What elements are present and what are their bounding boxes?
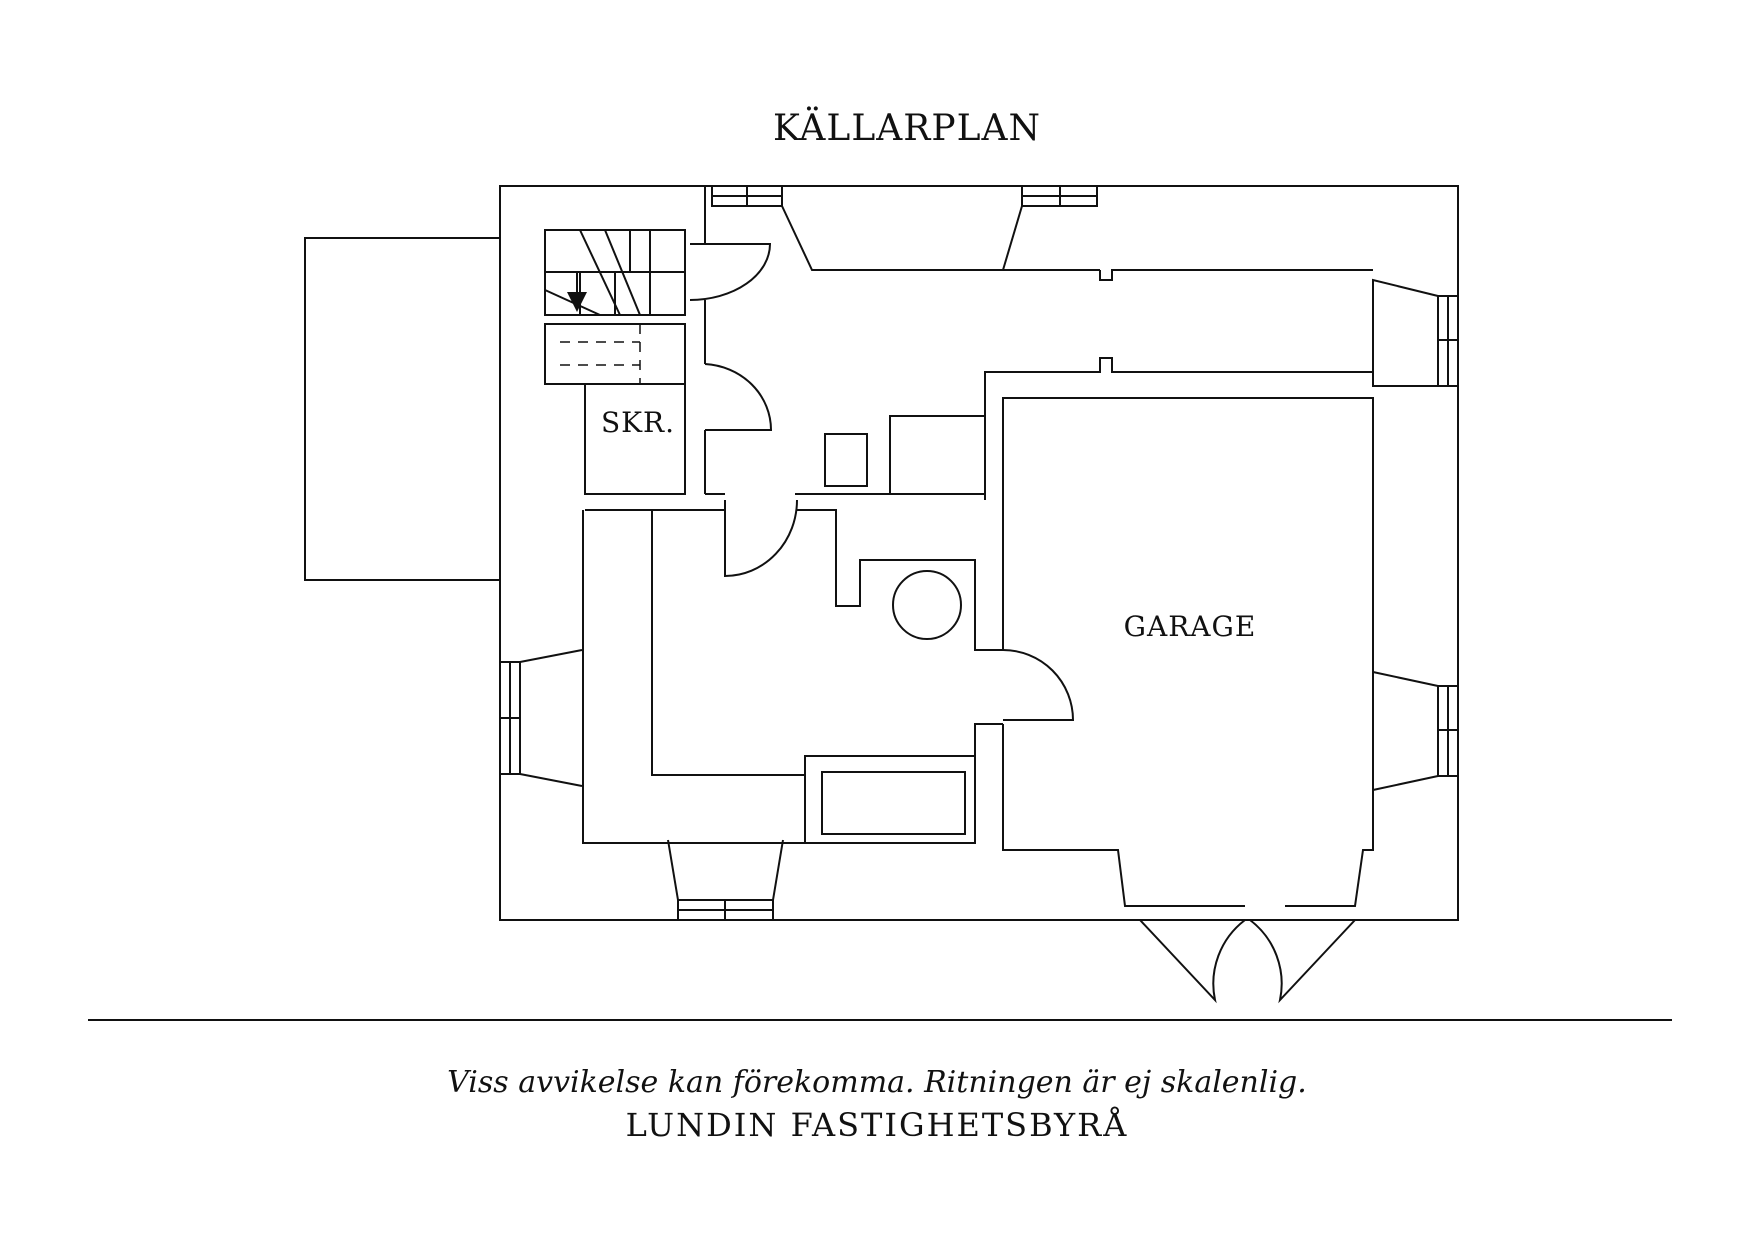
inner-l-wall: [651, 510, 805, 776]
plan-title: KÄLLARPLAN: [773, 107, 1041, 149]
cabinet: [824, 433, 868, 487]
garage-walls: [1002, 397, 1374, 907]
window-left: [499, 649, 583, 787]
room-label-skr: SKR.: [601, 406, 675, 439]
boiler-circle: [892, 570, 962, 640]
cabinet-right: [889, 415, 985, 494]
footer-brand: LUNDIN FASTIGHETSBYRÅ: [626, 1106, 1129, 1144]
window-right-top: [1372, 278, 1459, 387]
corridor-wall-bottom: [984, 357, 1373, 500]
lower-room-walls: [582, 509, 1003, 844]
basin-wall: [805, 756, 976, 844]
skr-room: [584, 383, 686, 495]
stair-storage: [544, 323, 686, 385]
staircase: [544, 229, 686, 316]
window-top-left: [711, 185, 1100, 271]
footer-disclaimer: Viss avvikelse kan förekomma. Ritningen …: [447, 1065, 1307, 1100]
window-top-middle: [1002, 185, 1098, 271]
garage-door-left: [1139, 919, 1246, 1004]
utility-basin: [821, 771, 966, 835]
window-bottom: [667, 839, 784, 921]
garage-door-right: [1249, 919, 1356, 1004]
door-skr: [704, 363, 773, 431]
outer-wall: [304, 185, 1459, 921]
stair-arrow-icon: [567, 292, 587, 312]
central-wall: [705, 372, 986, 495]
annex-outline: [304, 237, 501, 581]
door-stair-upper: [689, 243, 772, 301]
room-label-garage: GARAGE: [1124, 610, 1257, 643]
door-hall-lower: [724, 499, 798, 578]
window-right-bottom: [1372, 671, 1459, 791]
corridor-wall-top: [1099, 269, 1373, 281]
door-garage-inner: [1002, 649, 1075, 721]
